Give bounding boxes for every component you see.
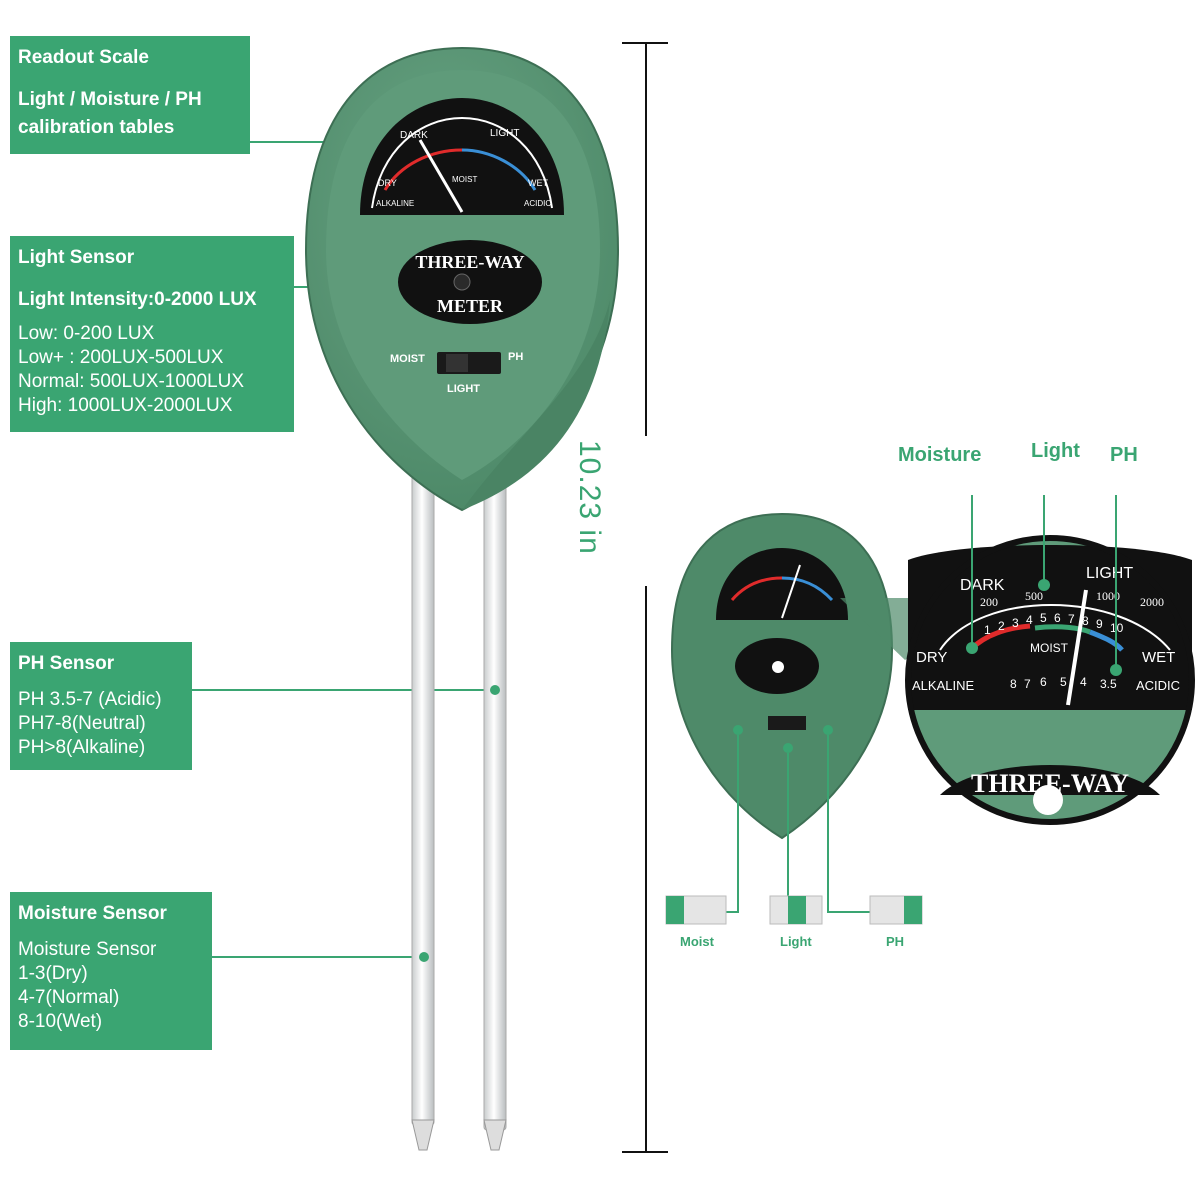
small-switch [768,716,806,730]
zoom-alkaline: ALKALINE [912,678,974,693]
moisture-probe-tip [411,1119,435,1151]
dial-dark: DARK [400,130,428,141]
dial-dry: DRY [378,178,397,188]
moisture-line: 8-10(Wet) [18,1011,103,1032]
ph-line: PH7-8(Neutral) [18,713,146,734]
lux-500: 500 [1025,589,1043,603]
ph-tick: 6 [1040,675,1047,689]
lux-200: 200 [980,595,998,609]
light-sensor-box: Light Sensor Light Intensity:0-2000 LUX … [10,236,294,432]
moisture-tick: 3 [1012,616,1019,630]
moisture-tick: 1 [984,623,991,637]
readout-scale-box: Readout Scale Light / Moisture / PH cali… [10,36,250,154]
dial-blue-arc [461,148,537,191]
moisture-probe-dot [419,952,429,962]
moisture-tick: 5 [1040,611,1047,625]
ph-tick: 5 [1060,675,1067,689]
light-line: Low: 0-200 LUX [18,323,155,344]
legend-light-label: Light [780,934,812,949]
ph-sensor-box: PH Sensor PH 3.5-7 (Acidic) PH7-8(Neutra… [10,642,192,770]
readout-line2: calibration tables [18,117,175,138]
moisture-tick: 2 [998,619,1005,633]
ph-probe [483,479,507,1131]
zoom-dark: DARK [960,577,1005,594]
light-title: Light Sensor [18,247,135,268]
dial-window [360,98,564,215]
legend-light-icon [769,895,823,925]
light-line: High: 1000LUX-2000LUX [18,395,233,416]
small-ph-dot [823,725,833,735]
moisture-sensor-box: Moisture Sensor Moisture Sensor 1-3(Dry)… [10,892,212,1050]
moisture-line: 1-3(Dry) [18,963,88,984]
ph-tick: 4 [1080,675,1087,689]
small-dial-window [716,548,848,620]
zoom-ph-scale: 8 7 6 5 4 3.5 [1010,675,1117,691]
callout-ph: PH [1110,444,1138,466]
ph-probe-dot [490,685,500,695]
legend-moist-icon [665,895,727,925]
light-sensor-window [453,273,471,291]
mode-switch-knob [446,354,468,372]
callout-light: Light [1031,440,1080,462]
lux-1000: 1000 [1096,589,1120,603]
callout-moisture: Moisture [898,444,982,466]
moisture-line: Moisture Sensor [18,939,157,960]
badge-line1: THREE-WAY [415,252,524,272]
switch-moist-label: MOIST [390,353,425,365]
moisture-tick: 4 [1026,613,1033,627]
ph-line: PH 3.5-7 (Acidic) [18,689,162,710]
switch-ph-label: PH [508,351,523,363]
moisture-title: Moisture Sensor [18,903,167,924]
legend-ph-label: PH [886,934,905,949]
lux-2000: 2000 [1140,595,1164,609]
dial-arc [371,116,553,209]
moisture-tick: 8 [1082,614,1089,628]
zoom-dry: DRY [916,649,947,666]
zoom-acidic: ACIDIC [1136,678,1180,693]
zoom-light: LIGHT [1086,565,1133,582]
moisture-probe [411,469,435,1126]
light-subtitle: Light Intensity:0-2000 LUX [18,289,257,310]
legend-ph-icon [869,895,923,925]
dial-light: LIGHT [490,128,519,139]
light-line: Low+ : 200LUX-500LUX [18,347,224,368]
dial-alkaline: ALKALINE [376,199,414,208]
zoom-lux-ticks: 200 500 1000 2000 [980,589,1164,609]
zoom-border [905,535,1195,825]
zoom-wet: WET [1142,649,1175,666]
moisture-tick: 6 [1054,611,1061,625]
dial-acidic: ACIDIC [524,199,551,208]
ph-probe-tip [483,1119,507,1151]
moisture-line: 4-7(Normal) [18,987,120,1008]
dial-red-arc [383,148,463,191]
ph-line: PH>8(Alkaline) [18,737,146,758]
meter-fold [462,300,610,510]
dial-wet: WET [528,178,548,188]
moisture-tick: 7 [1068,612,1075,626]
ph-tick: 8 [1010,677,1017,691]
dimension-label: 10.23 in [573,440,606,555]
dial-moist: MOIST [452,175,477,184]
readout-title: Readout Scale [18,47,149,68]
dial-needle [418,139,464,213]
moisture-tick: 9 [1096,617,1103,631]
legend-moist-label: Moist [680,934,714,949]
ph-tick: 3.5 [1100,677,1117,691]
light-line: Normal: 500LUX-1000LUX [18,371,245,392]
readout-line1: Light / Moisture / PH [18,89,202,110]
small-light-dot [783,743,793,753]
badge-line2: METER [437,296,504,316]
zoom-moist: MOIST [1030,641,1069,655]
switch-light-label: LIGHT [447,383,480,395]
small-moist-dot [733,725,743,735]
ph-title: PH Sensor [18,653,115,674]
ph-tick: 7 [1024,677,1031,691]
